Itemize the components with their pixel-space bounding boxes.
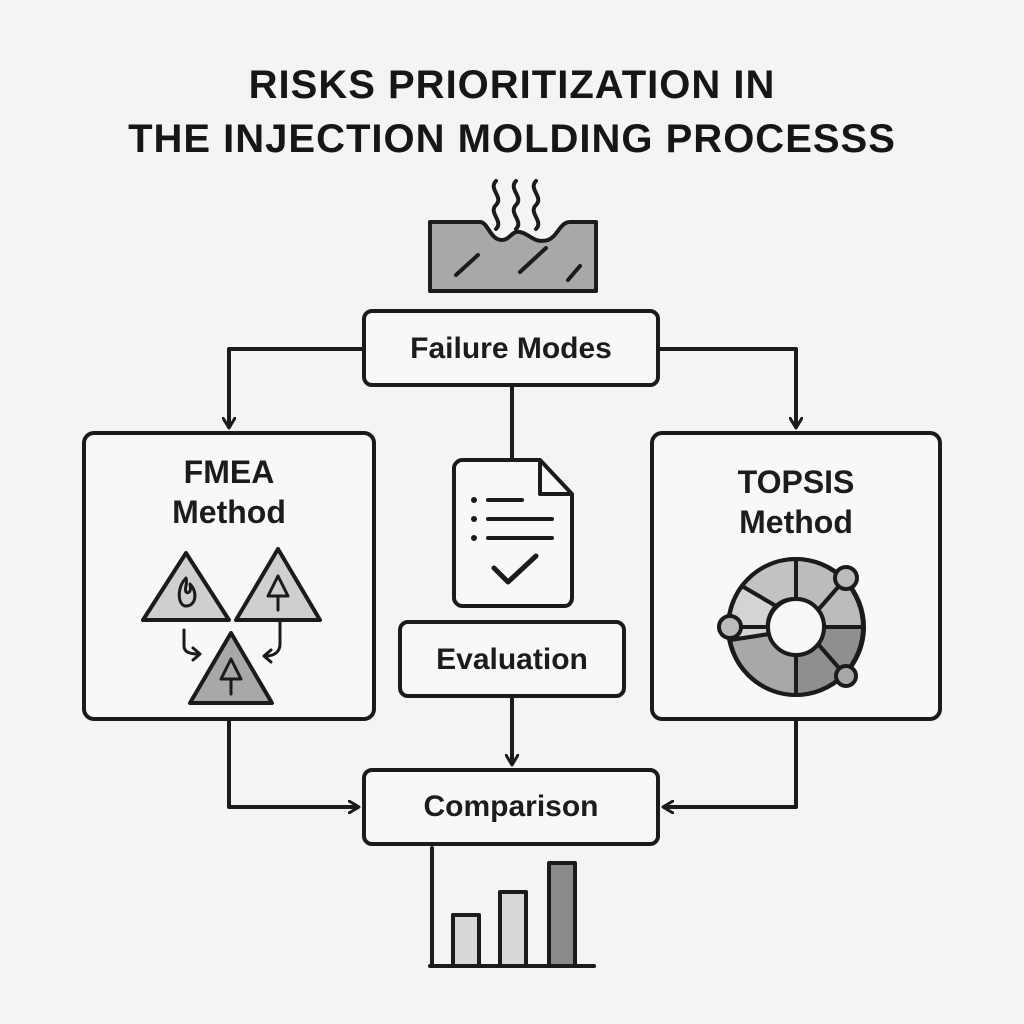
comparison-label: Comparison: [423, 790, 599, 823]
warning-triangles-icon: [141, 547, 322, 705]
topsis-label-line-1: TOPSIS: [737, 464, 855, 500]
title-line-1: RISKS PRIORITIZATION IN: [248, 63, 776, 107]
diagram-title: RISKS PRIORITIZATION IN THE INJECTION MO…: [0, 58, 1024, 166]
arrow-failure-to-topsis: [658, 347, 796, 428]
fmea-label-line-1: FMEA: [183, 454, 275, 490]
failure-modes-label: Failure Modes: [410, 332, 612, 365]
comparison-box: [362, 768, 660, 846]
fmea-label-line-2: Method: [172, 494, 286, 530]
bar-1: [451, 913, 481, 968]
bar-chart-icon: [428, 846, 596, 968]
fmea-method-label: FMEA Method: [84, 452, 374, 532]
ring-network-icon: [717, 557, 866, 697]
molded-part-icon: [428, 179, 598, 293]
arrow-topsis-to-comparison: [663, 719, 798, 807]
checklist-document-icon: [452, 458, 574, 608]
topsis-method-label: TOPSIS Method: [652, 462, 940, 542]
evaluation-label: Evaluation: [436, 643, 588, 676]
arrow-failure-to-fmea: [229, 347, 364, 428]
topsis-label-line-2: Method: [739, 504, 853, 540]
arrow-fmea-to-comparison: [227, 719, 359, 807]
bar-2: [498, 890, 528, 968]
bar-3: [547, 861, 577, 968]
connector-lines: [227, 347, 798, 807]
title-line-2: THE INJECTION MOLDING PROCESSS: [128, 117, 896, 161]
